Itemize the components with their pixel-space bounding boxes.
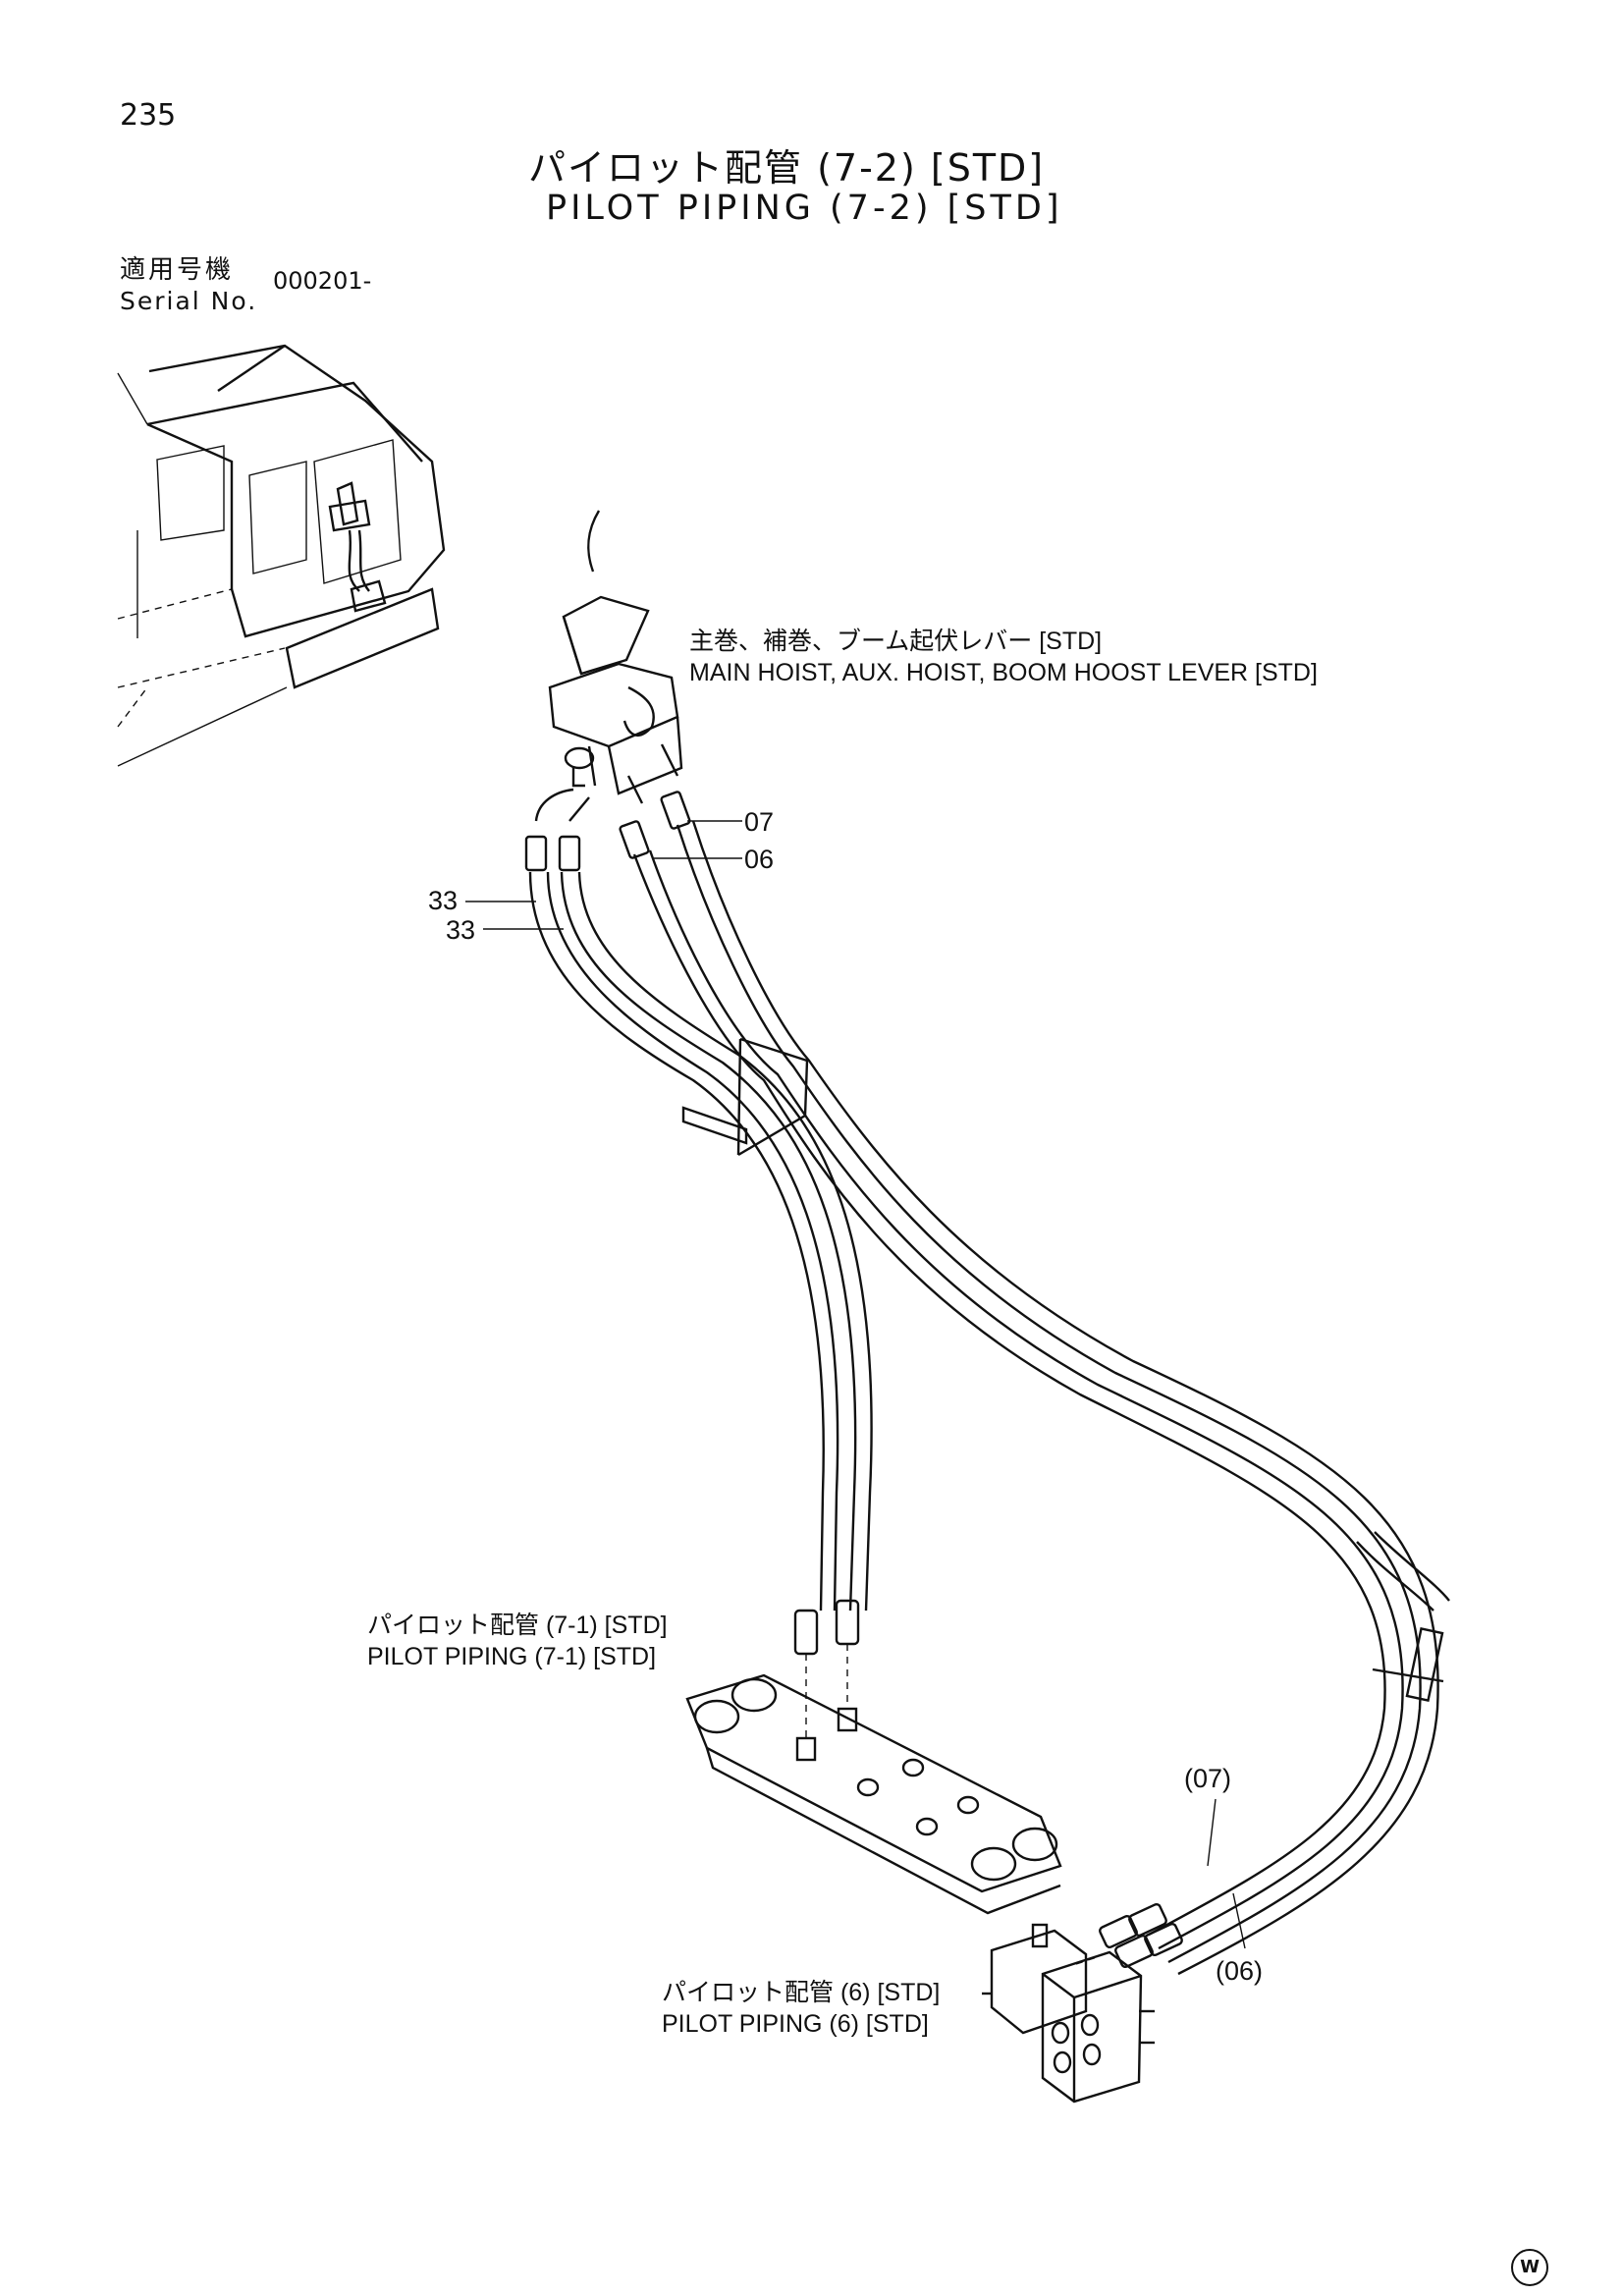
serial-number-value: 000201- — [273, 267, 372, 295]
part-number-07-reference: (07) — [1184, 1764, 1232, 1793]
pilot-piping-7-1-callout-english: PILOT PIPING (7-1) [STD] — [367, 1643, 657, 1670]
w-mark-icon: W — [1511, 2249, 1548, 2286]
page-title-japanese: パイロット配管 (7-2) [STD] — [528, 146, 1046, 190]
page-title-english: PILOT PIPING (7-2) [STD] — [546, 189, 1063, 228]
serial-label-japanese: 適用号機 — [120, 255, 235, 285]
part-number-33-upper: 33 — [428, 886, 459, 915]
lever-callout-english: MAIN HOIST, AUX. HOIST, BOOM HOOST LEVER… — [689, 659, 1318, 686]
pilot-piping-6-callout-english: PILOT PIPING (6) [STD] — [662, 2010, 929, 2038]
lever-callout-japanese: 主巻、補巻、ブーム起伏レバー [STD] — [689, 628, 1103, 655]
main-hoist-lever-assembly — [548, 510, 683, 795]
pilot-piping-6-block — [982, 1902, 1183, 2104]
part-number-06: 06 — [744, 845, 775, 874]
hose-fittings-upper — [524, 743, 691, 872]
serial-label-english: Serial No. — [120, 287, 258, 315]
part-number-06-reference: (06) — [1216, 1956, 1264, 1986]
pilot-piping-7-1-callout-japanese: パイロット配管 (7-1) [STD] — [367, 1612, 668, 1639]
hose-band-clamp — [1356, 1531, 1450, 1702]
hose-clamp-bracket — [681, 1037, 809, 1157]
part-number-33-lower: 33 — [446, 915, 476, 945]
part-number-07: 07 — [744, 807, 775, 837]
pilot-hoses-left-pair — [528, 871, 873, 1612]
pilot-hoses-right-pair — [632, 820, 1439, 1976]
cab-location-thumbnail — [117, 344, 446, 767]
pilot-piping-6-callout-japanese: パイロット配管 (6) [STD] — [662, 1979, 941, 2006]
page-number: 235 — [120, 98, 177, 133]
pilot-piping-7-1-block — [685, 1599, 1062, 1915]
leader-lines — [465, 820, 1246, 1949]
